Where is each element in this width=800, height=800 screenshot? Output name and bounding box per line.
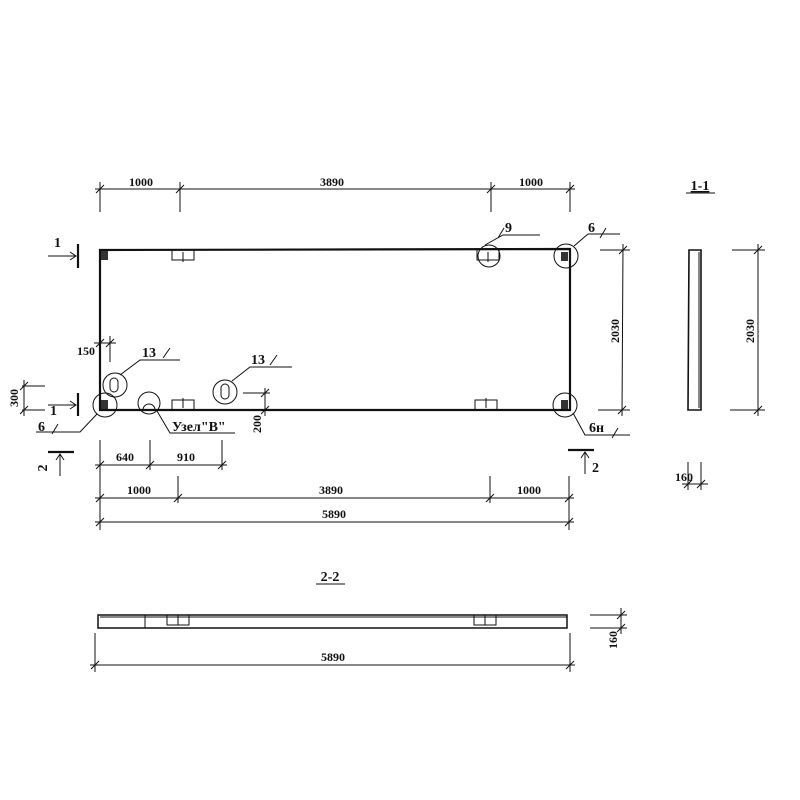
- callout-label: 9: [505, 221, 512, 236]
- lifting-loop: [476, 250, 500, 262]
- lifting-loop: [171, 250, 195, 262]
- dim-label: 910: [177, 450, 195, 464]
- dim-label: 640: [116, 450, 134, 464]
- embedded-plate: [101, 400, 108, 409]
- small-dimensions: 150 300 200: [7, 336, 270, 433]
- section-title: 1-1: [691, 179, 710, 194]
- node-circle: [137, 391, 161, 415]
- lifting-loop: [474, 398, 498, 410]
- dim-label: 5890: [321, 650, 345, 664]
- dim-label: 200: [250, 415, 264, 433]
- section-mark-1: 1 1: [48, 236, 80, 419]
- section-label: 1: [50, 404, 57, 419]
- embedded-plate: [101, 251, 108, 260]
- callout-circle: [477, 244, 501, 268]
- lifting-loop: [171, 398, 195, 410]
- embedded-plate: [561, 400, 568, 409]
- dim-label: 160: [675, 470, 693, 484]
- dim-label: 1000: [517, 483, 541, 497]
- callout-circle: [212, 379, 238, 405]
- callout-label: 13: [251, 353, 265, 368]
- section-2-2: 2-2 5890 160: [90, 570, 627, 672]
- section-label: 2: [592, 461, 599, 476]
- callout-label: 6: [588, 221, 595, 236]
- height-dimension: 2030: [598, 243, 630, 417]
- callout-label: 13: [142, 346, 156, 361]
- callout-label: 6н: [589, 421, 604, 436]
- dim-label: 1000: [127, 483, 151, 497]
- dim-label: 150: [77, 344, 95, 358]
- section-title: 2-2: [321, 570, 340, 585]
- section-label: 2: [36, 465, 51, 472]
- dim-label: 160: [606, 631, 620, 649]
- dim-label: 1000: [129, 175, 153, 189]
- dim-label: 2030: [608, 319, 622, 343]
- dim-label: 300: [7, 389, 21, 407]
- section-mark-2: 2 2: [36, 448, 599, 476]
- hole-icon: [220, 383, 230, 400]
- node-label: Узел"В": [172, 420, 226, 435]
- bottom-dimension-chains: 640 910 1000 3890 1000 5890: [95, 440, 574, 530]
- dim-label: 3890: [320, 175, 344, 189]
- callout-circle: [92, 392, 118, 418]
- callout-circle: [553, 243, 579, 269]
- top-dimension-chain: 1000 3890 1000: [95, 175, 575, 212]
- panel-plan: [36, 227, 630, 439]
- dim-label: 3890: [319, 483, 343, 497]
- dim-label: 1000: [519, 175, 543, 189]
- hole-icon: [109, 377, 119, 393]
- dim-label: 2030: [743, 319, 757, 343]
- embedded-plate: [561, 252, 568, 261]
- dim-label: 5890: [322, 507, 346, 521]
- section-1-1: 1-1 2030 160: [675, 179, 765, 490]
- callout-circle: [102, 372, 128, 398]
- callout-circle: [552, 392, 578, 418]
- section-label: 1: [54, 236, 61, 251]
- callout-label: 6: [38, 420, 45, 435]
- panel-outline: [98, 247, 572, 412]
